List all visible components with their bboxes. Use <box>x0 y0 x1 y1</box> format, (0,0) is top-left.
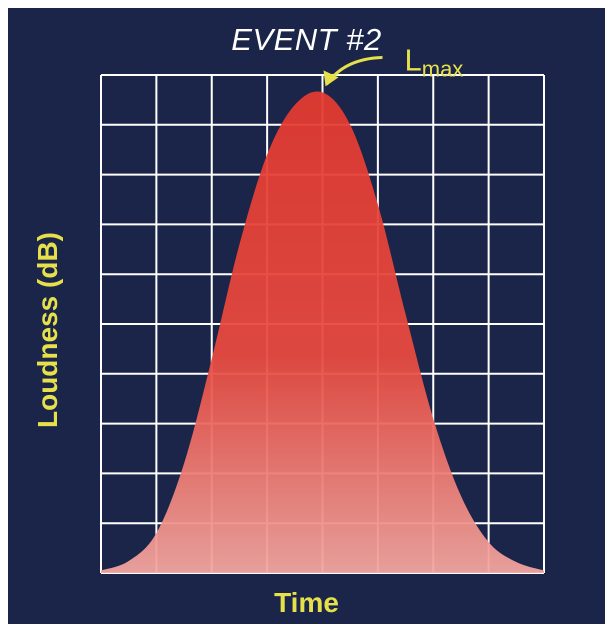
lmax-label-main: L <box>405 42 422 77</box>
series-area <box>101 91 544 573</box>
loudness-area <box>101 91 544 573</box>
x-axis-label: Time <box>274 587 339 618</box>
lmax-arrow <box>325 55 383 86</box>
lmax-label-subscript: max <box>422 56 464 81</box>
chart-title: EVENT #2 <box>231 22 382 57</box>
annotations: Lmax <box>323 42 464 87</box>
y-axis-label: Loudness (dB) <box>32 232 63 428</box>
lmax-arrowhead <box>323 70 339 87</box>
lmax-label: Lmax <box>405 42 464 81</box>
